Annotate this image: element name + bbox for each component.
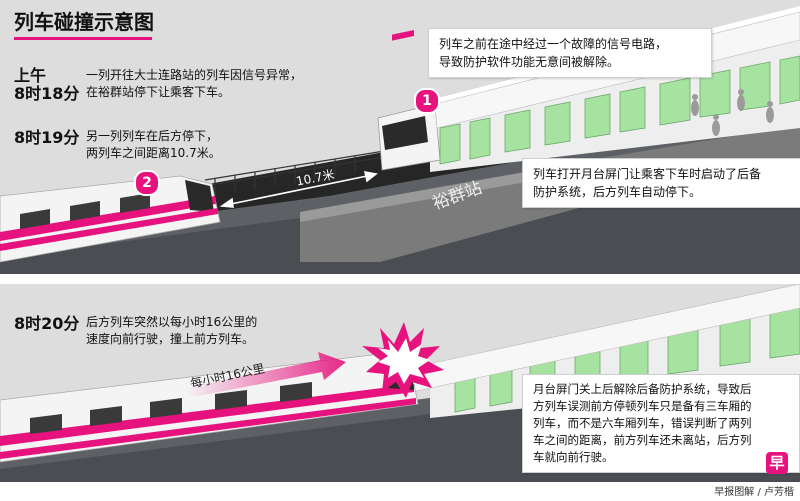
event1-text-line2: 在裕群站停下让乘客下车。: [86, 85, 231, 99]
collision-burst: [362, 322, 444, 398]
callout-collision-line3: 列车，而不是六车厢列车，错误判断了两列: [533, 416, 752, 430]
event2-text-line2: 两列车之间距离10.7米。: [86, 146, 221, 160]
zaobao-logo: 早: [766, 452, 788, 474]
callout-collision-line1: 月台屏门关上后解除后备防护系统，导致后: [533, 382, 752, 396]
event1-text-line1: 一列开往大士连路站的列车因信号异常，: [86, 68, 303, 82]
distance-arrow: [219, 170, 378, 208]
event3-text-line2: 速度向前行驶，撞上前方列车。: [86, 332, 255, 346]
marker-2: 2: [134, 170, 160, 196]
event1-time: 8时18分: [14, 84, 80, 103]
callout-signal-fault: 列车之前在途中经过一个故障的信号电路， 导致防护软件功能无意间被解除。: [428, 28, 712, 78]
callout-signal-line1: 列车之前在途中经过一个故障的信号电路，: [439, 37, 668, 51]
event2-time: 8时19分: [14, 128, 80, 147]
marker-1: 1: [414, 88, 440, 114]
callout-collision-line4: 车之间的距离，前方列车还未离站，后方列: [533, 433, 752, 447]
railing: [204, 141, 441, 196]
speed-arrow: [186, 352, 346, 398]
page-title: 列车碰撞示意图: [14, 10, 154, 34]
panel-before-collision: 列车碰撞示意图 上午 8时18分 一列开往大士连路站的列车因信号异常， 在裕群站…: [0, 0, 800, 274]
event1-time-label-am: 上午: [14, 66, 47, 85]
platform-screen-doors: [439, 55, 800, 165]
event3-time: 8时20分: [14, 314, 80, 333]
panel-collision: 8时20分 后方列车突然以每小时16公里的 速度向前行驶，撞上前方列车。 每小时…: [0, 284, 800, 482]
title-underline: [14, 37, 152, 40]
rear-train-collided: [0, 353, 419, 463]
event2-text-line1: 另一列列车在后方停下，: [86, 129, 219, 143]
callout-collision-line2: 方列车误测前方停顿列车只是备有三车厢的: [533, 399, 752, 413]
callout-signal-line2: 导致防护软件功能无意间被解除。: [439, 55, 620, 69]
passengers: [691, 89, 774, 136]
callout-backup-line1: 列车打开月台屏门让乘客下车时启动了后备: [533, 167, 762, 181]
callout-collision-cause: 月台屏门关上后解除后备防护系统，导致后 方列车误测前方停顿列车只是备有三车厢的 …: [522, 374, 800, 473]
callout-collision-line5: 车就向前行驶。: [533, 450, 614, 464]
event3-text-line1: 后方列车突然以每小时16公里的: [86, 315, 258, 329]
rear-train: [0, 175, 221, 263]
credit-text: 早报图解 / 卢芳楷: [714, 487, 794, 498]
callout-backup-line2: 防护系统，后方列车自动停下。: [533, 185, 702, 199]
callout-backup-protection: 列车打开月台屏门让乘客下车时启动了后备 防护系统，后方列车自动停下。: [522, 158, 800, 208]
